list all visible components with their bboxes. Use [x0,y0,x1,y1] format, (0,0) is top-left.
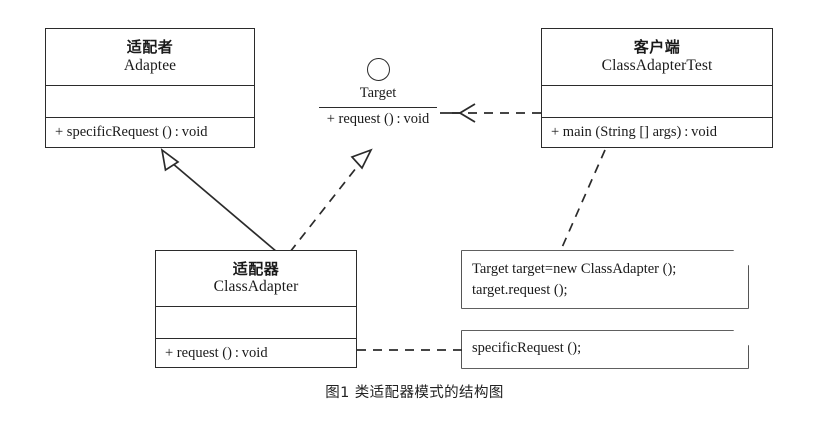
class-attributes-adaptee [46,85,254,116]
class-name-en-class-adapter: ClassAdapter [213,278,299,296]
note-line: target.request (); [472,281,568,298]
class-operations-adaptee: + specificRequest () : void [46,116,254,147]
class-name-en-client: ClassAdapterTest [601,56,713,74]
note-client-code[interactable]: Target target=new ClassAdapter (); targe… [462,251,748,308]
note-client-code-text: Target target=new ClassAdapter (); targe… [472,259,726,300]
class-header-adaptee: 适配者 Adaptee [46,29,254,85]
generalization-adapter-to-adaptee [160,148,278,253]
interface-divider [319,106,437,108]
class-box-class-adapter[interactable]: 适配器 ClassAdapter + request () : void [155,250,357,368]
interface-target[interactable]: Target + request () : void [319,58,437,126]
class-name-cn-adaptee: 适配者 [126,38,174,57]
class-attributes-client [542,85,772,116]
interface-name-target: Target [359,85,397,101]
class-name-cn-class-adapter: 适配器 [232,259,280,278]
class-box-client[interactable]: 客户端 ClassAdapterTest + main (String [] a… [541,28,773,148]
note-adapter-code-text: specificRequest (); [472,338,726,359]
class-box-adaptee[interactable]: 适配者 Adaptee + specificRequest () : void [45,28,255,148]
anchor-client-note [559,149,606,253]
interface-operations-target: + request () : void [326,110,430,127]
note-line: specificRequest (); [472,340,582,356]
class-operations-class-adapter: + request () : void [156,338,356,367]
class-name-en-adaptee: Adaptee [123,56,177,74]
class-header-client: 客户端 ClassAdapterTest [542,29,772,85]
class-attributes-class-adapter [156,306,356,338]
class-header-class-adapter: 适配器 ClassAdapter [156,251,356,306]
note-line: Target target=new ClassAdapter (); [472,261,677,277]
class-operations-client: + main (String [] args) : void [542,116,772,147]
interface-circle-icon [366,58,390,81]
note-adapter-code[interactable]: specificRequest (); [462,331,748,368]
figure-caption: 图1 类适配器模式的结构图 [325,385,504,401]
dependency-client-to-target [440,103,541,123]
realization-adapter-to-target [289,148,373,253]
class-name-cn-client: 客户端 [633,38,681,57]
